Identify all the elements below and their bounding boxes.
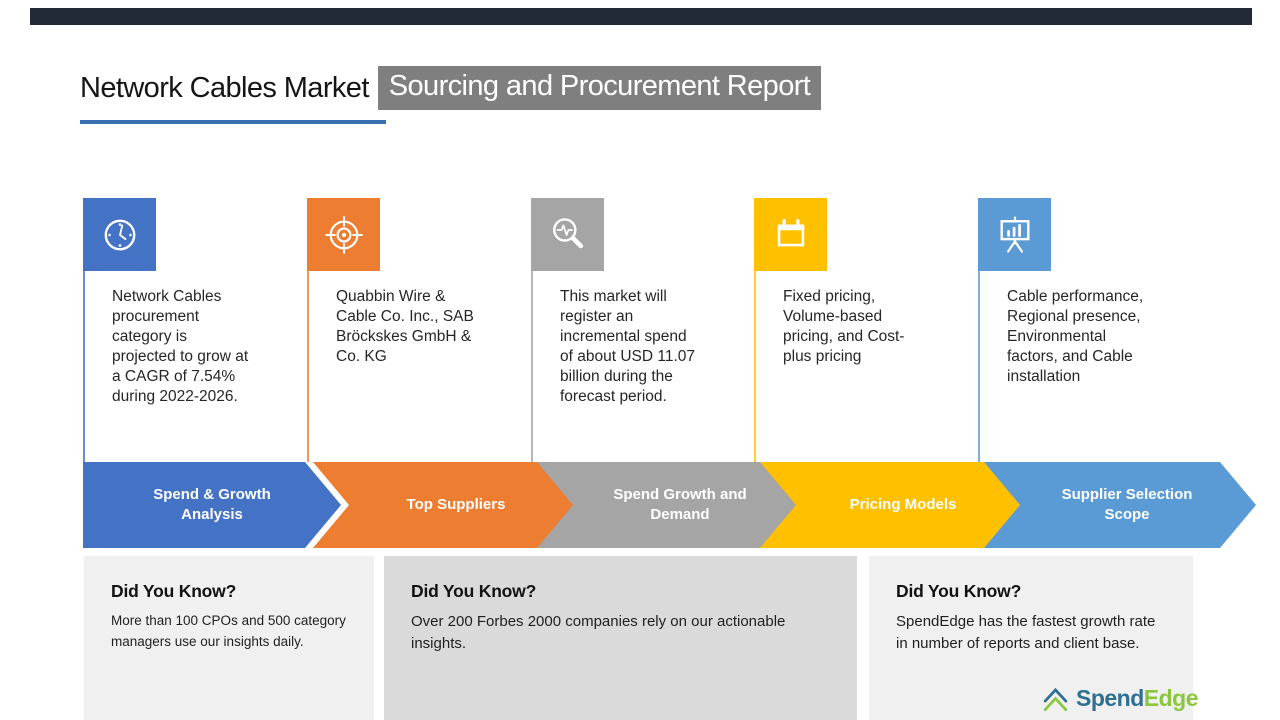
column-divider-line (83, 271, 85, 462)
logo-spend: Spend (1076, 685, 1144, 711)
spendedge-logo: SpendEdge (1040, 683, 1199, 714)
banner-supplier-selection-scope: Supplier Selection Scope (978, 462, 1256, 548)
did-you-know-box-2: Did You Know? Over 200 Forbes 2000 compa… (384, 556, 857, 720)
logo-edge: Edge (1143, 685, 1199, 711)
column-description: Quabbin Wire & Cable Co. Inc., SAB Bröck… (336, 288, 474, 365)
column-description: Fixed pricing, Volume-based pricing, and… (783, 288, 905, 365)
banner-top-suppliers: Top Suppliers (307, 462, 585, 548)
column-divider-line (307, 271, 309, 462)
banner-label: Spend Growth and Demand (613, 485, 747, 523)
column-spend-demand: This market will register an incremental… (531, 198, 756, 462)
page-title-highlight: Sourcing and Procurement Report (377, 66, 822, 110)
page-title-main: Network Cables Market (80, 71, 369, 104)
column-spend-growth: Network Cables procurement category is p… (83, 198, 308, 462)
column-divider-line (754, 271, 756, 462)
column-top-suppliers: Quabbin Wire & Cable Co. Inc., SAB Bröck… (307, 198, 532, 462)
column-supplier-selection: Cable performance, Regional presence, En… (978, 198, 1203, 462)
column-divider-line (978, 271, 980, 462)
column-description: Cable performance, Regional presence, En… (1007, 288, 1144, 385)
did-you-know-box-1: Did You Know? More than 100 CPOs and 500… (84, 556, 374, 720)
banner-label: Top Suppliers (406, 495, 506, 513)
did-you-know-heading: Did You Know? (411, 581, 537, 601)
calendar-icon (754, 198, 827, 271)
magnifier-pulse-icon (531, 198, 604, 271)
banner-spend-growth-analysis: Spend & Growth Analysis (83, 462, 341, 548)
banner-spend-growth-demand: Spend Growth and Demand (531, 462, 809, 548)
column-pricing-models: Fixed pricing, Volume-based pricing, and… (754, 198, 979, 462)
did-you-know-heading: Did You Know? (111, 581, 237, 601)
did-you-know-text: More than 100 CPOs and 500 category mana… (111, 613, 346, 649)
clock-icon (83, 198, 156, 271)
spendedge-logo-icon (1043, 687, 1068, 712)
banner-label: Supplier Selection Scope (1061, 485, 1193, 523)
column-divider-line (531, 271, 533, 462)
banner-label: Pricing Models (849, 495, 957, 513)
column-description: Network Cables procurement category is p… (112, 288, 249, 405)
did-you-know-heading: Did You Know? (896, 581, 1022, 601)
title-underline (80, 120, 386, 124)
banner-label: Spend & Growth Analysis (153, 485, 271, 523)
did-you-know-text: SpendEdge has the fastest growth rate in… (896, 613, 1156, 652)
top-accent-bar (30, 8, 1252, 25)
did-you-know-text: Over 200 Forbes 2000 companies rely on o… (411, 613, 786, 652)
spendedge-logo-text: SpendEdge (1076, 685, 1199, 712)
did-you-know-box-3: Did You Know? SpendEdge has the fastest … (869, 556, 1193, 720)
page-title: Network Cables Market Sourcing and Procu… (80, 66, 822, 110)
column-description: This market will register an incremental… (560, 288, 695, 405)
banner-pricing-models: Pricing Models (754, 462, 1032, 548)
target-icon (307, 198, 380, 271)
presentation-chart-icon (978, 198, 1051, 271)
